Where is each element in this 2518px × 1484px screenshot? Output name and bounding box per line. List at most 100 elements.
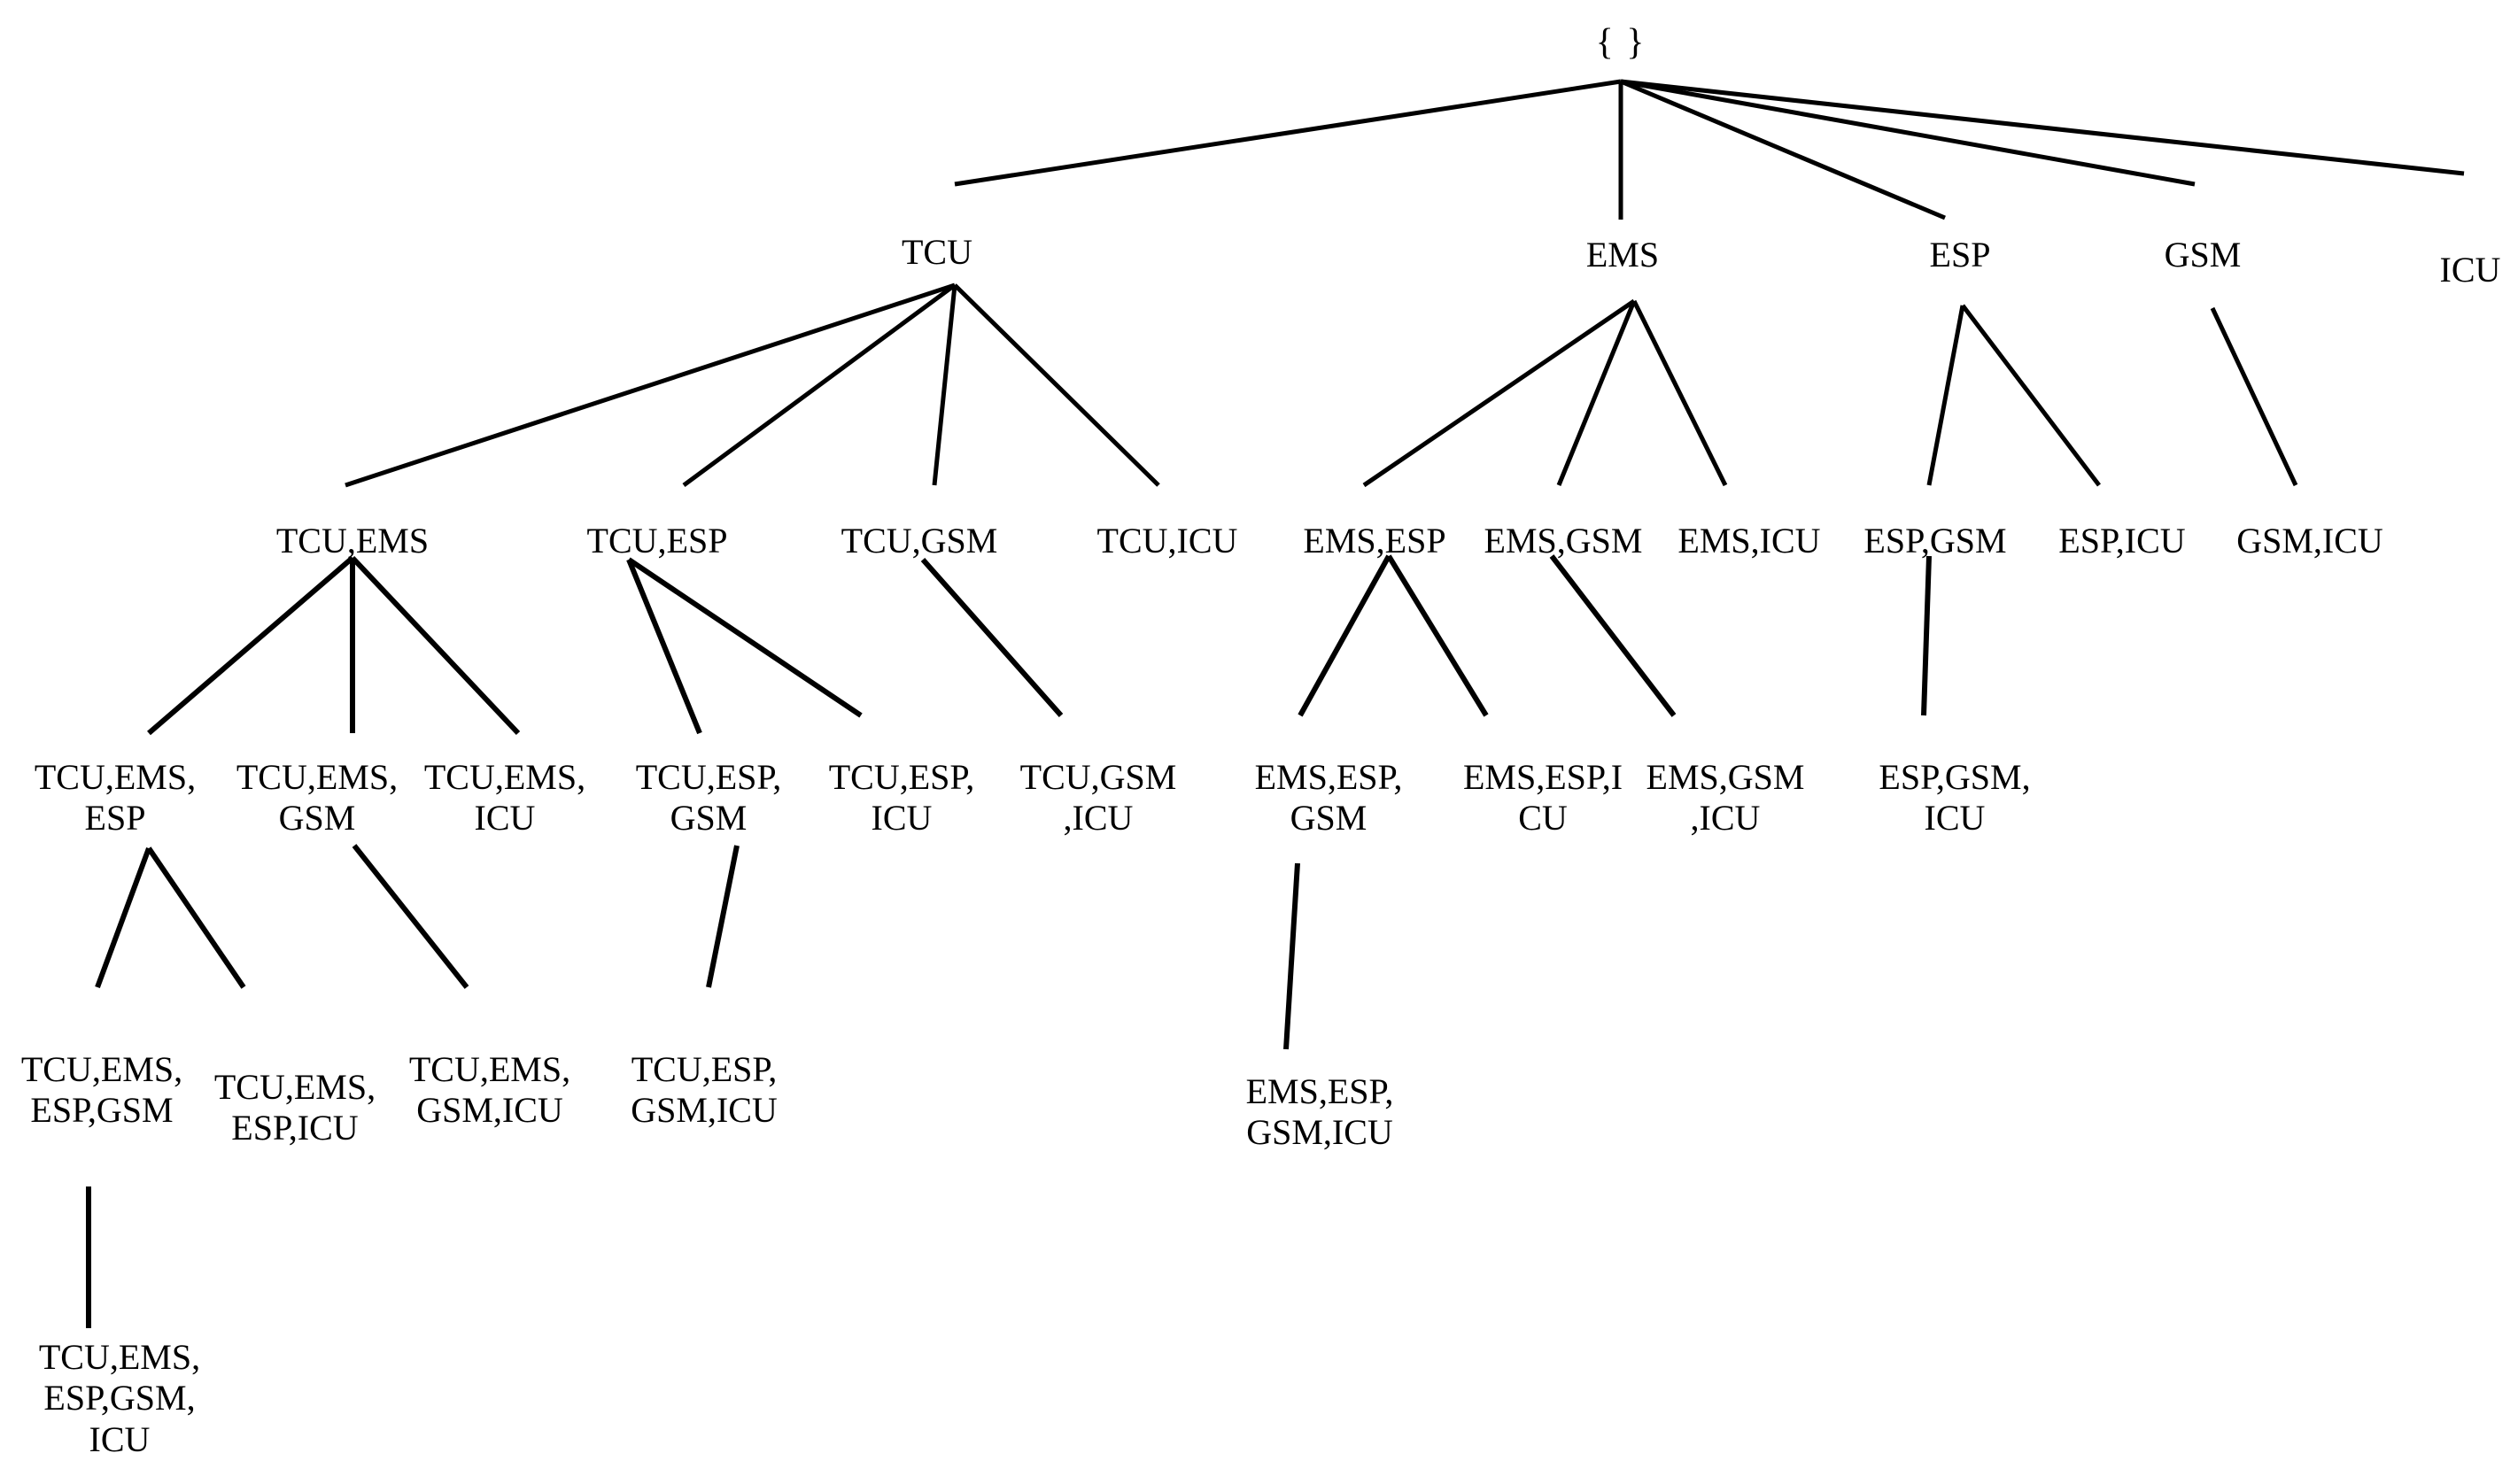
tree-node-label-line: ESP,ICU — [231, 1108, 359, 1148]
tree-node-label-line: EMS,ICU — [1677, 521, 1821, 560]
tree-node-tcu-esp-icu[interactable]: TCU,ESP,ICU — [829, 757, 975, 839]
tree-node-esp-icu[interactable]: ESP,ICU — [2058, 521, 2185, 561]
tree-edge — [2210, 306, 2298, 487]
tree-node-ems[interactable]: EMS — [1586, 235, 1659, 275]
tree-edge — [95, 846, 151, 989]
tree-node-ems-esp-gsm-icu[interactable]: EMS,ESP,GSM,ICU — [1246, 1071, 1394, 1154]
tree-edge — [932, 284, 957, 486]
tree-node-ems-esp[interactable]: EMS,ESP — [1303, 521, 1445, 561]
tree-node-label-line: ESP — [1929, 235, 1991, 274]
tree-node-tcu-esp-gsm[interactable]: TCU,ESP,GSM — [636, 757, 782, 839]
tree-edge — [1631, 299, 1728, 487]
tree-edge — [953, 283, 1160, 487]
tree-edge — [1921, 555, 1932, 716]
tree-edge — [1926, 305, 1965, 486]
tree-node-gsm[interactable]: GSM — [2165, 235, 2242, 275]
tree-node-label-line: EMS,ESP, — [1254, 757, 1403, 797]
tree-edge — [1620, 79, 2196, 187]
tree-node-tcu[interactable]: TCU — [902, 232, 972, 273]
tree-node-label-line: ICU — [1924, 798, 1986, 839]
tree-node-label-line: TCU,EMS, — [34, 757, 197, 797]
tree-node-label-line: TCU,GSM — [1019, 757, 1177, 797]
tree-node-label-line: { } — [1595, 22, 1646, 63]
tree-node-tcu-ems-icu[interactable]: TCU,EMS,ICU — [424, 757, 585, 839]
tree-node-label-line: TCU,EMS, — [38, 1337, 201, 1377]
tree-node-label-line: ICU — [2439, 250, 2501, 290]
tree-node-label-line: TCU,EMS, — [213, 1067, 376, 1107]
tree-edge — [1283, 862, 1300, 1050]
tree-edge — [1961, 304, 2101, 487]
tree-node-esp-gsm[interactable]: ESP,GSM — [1863, 521, 2006, 561]
tree-node-tcu-gsm-icu[interactable]: TCU,GSM,ICU — [1020, 757, 1177, 839]
tree-node-label-line: GSM,ICU — [1246, 1112, 1393, 1153]
tree-node-label-line: TCU,EMS, — [236, 757, 399, 797]
tree-edge — [1556, 300, 1637, 486]
tree-node-label-line: GSM — [670, 798, 748, 839]
tree-node-label-line: ESP,GSM — [1863, 521, 2007, 560]
tree-node-tcu-ems-esp-gsm[interactable]: TCU,EMS,ESP,GSM — [21, 1049, 182, 1132]
tree-node-label-line: ESP,GSM, — [43, 1378, 196, 1418]
tree-edge — [1620, 79, 2465, 176]
tree-node-label-line: ICU — [89, 1418, 151, 1459]
tree-node-label-line: TCU,ESP, — [828, 757, 975, 797]
tree-node-label-line: GSM — [1290, 798, 1367, 839]
tree-node-tcu-ems-esp-icu[interactable]: TCU,EMS,ESP,ICU — [214, 1067, 376, 1149]
tree-node-label-line: EMS,ESP, — [1245, 1071, 1394, 1111]
tree-node-label-line: TCU,ESP — [586, 521, 728, 560]
tree-edge — [352, 844, 469, 989]
tree-node-tcu-ems-gsm-icu[interactable]: TCU,EMS,GSM,ICU — [409, 1049, 570, 1132]
tree-node-tcu-esp[interactable]: TCU,ESP — [587, 521, 728, 561]
tree-node-label-line: ESP,ICU — [2058, 521, 2186, 560]
tree-edge — [146, 846, 246, 989]
tree-node-tcu-ems-gsm[interactable]: TCU,EMS,GSM — [236, 757, 398, 839]
tree-edge — [706, 845, 740, 988]
tree-node-tcu-gsm[interactable]: TCU,GSM — [841, 521, 998, 561]
tree-node-label-line: GSM,ICU — [631, 1090, 778, 1131]
tree-node-label-line: TCU,EMS, — [408, 1049, 571, 1089]
tree-node-tcu-esp-gsm-icu[interactable]: TCU,ESP,GSM,ICU — [631, 1049, 778, 1132]
tree-node-root[interactable]: { } — [1596, 21, 1646, 65]
tree-edge — [1386, 554, 1489, 717]
tree-node-tcu-icu[interactable]: TCU,ICU — [1097, 521, 1238, 561]
tree-node-label-line: GSM — [278, 798, 356, 839]
tree-node-label-line: ,ICU — [1690, 798, 1761, 839]
tree-node-ems-esp-gsm[interactable]: EMS,ESP,GSM — [1255, 757, 1403, 839]
tree-node-ems-gsm[interactable]: EMS,GSM — [1484, 521, 1643, 561]
tree-node-label-line: ESP,GSM, — [1879, 757, 2031, 797]
tree-edge — [920, 558, 1064, 717]
tree-node-tcu-ems[interactable]: TCU,EMS — [276, 521, 429, 561]
tree-node-icu[interactable]: ICU — [2440, 250, 2501, 290]
tree-node-label-line: ICU — [474, 798, 536, 839]
tree-node-label-line: EMS,ESP,I — [1462, 757, 1623, 797]
tree-node-tcu-ems-esp-gsm-icu[interactable]: TCU,EMS,ESP,GSM,ICU — [39, 1337, 200, 1460]
tree-edge — [682, 282, 957, 488]
tree-edge — [147, 555, 354, 736]
tree-edge — [1362, 298, 1636, 488]
tree-node-label-line: ICU — [871, 798, 933, 839]
tree-node-tcu-ems-esp[interactable]: TCU,EMS,ESP — [35, 757, 196, 839]
tree-node-label-line: ESP,GSM — [30, 1090, 174, 1131]
tree-edge — [1620, 79, 1946, 220]
tree-node-ems-gsm-icu[interactable]: EMS,GSM,ICU — [1646, 757, 1805, 839]
tree-node-gsm-icu[interactable]: GSM,ICU — [2236, 521, 2383, 561]
tree-node-label-line: TCU,ESP, — [631, 1049, 778, 1089]
tree-edge — [954, 79, 1622, 187]
tree-node-ems-icu[interactable]: EMS,ICU — [1677, 521, 1820, 561]
tree-node-label-line: TCU,EMS, — [20, 1049, 183, 1089]
tree-edge — [626, 558, 702, 735]
tree-node-label-line: GSM — [2164, 235, 2242, 274]
tree-edge — [1298, 554, 1391, 717]
tree-node-esp-gsm-icu[interactable]: ESP,GSM,ICU — [1879, 757, 2030, 839]
tree-node-label-line: TCU,EMS — [275, 521, 430, 560]
tree-node-label-line: TCU,ESP, — [635, 757, 782, 797]
tree-edge — [350, 555, 521, 736]
tree-node-label-line: GSM,ICU — [416, 1090, 563, 1131]
tree-node-esp[interactable]: ESP — [1930, 235, 1991, 275]
tree-node-label-line: EMS,GSM — [1646, 757, 1805, 797]
tree-node-label-line: ESP — [84, 798, 146, 839]
tree-node-label-line: ,ICU — [1063, 798, 1134, 839]
tree-node-label-line: TCU — [902, 232, 972, 272]
